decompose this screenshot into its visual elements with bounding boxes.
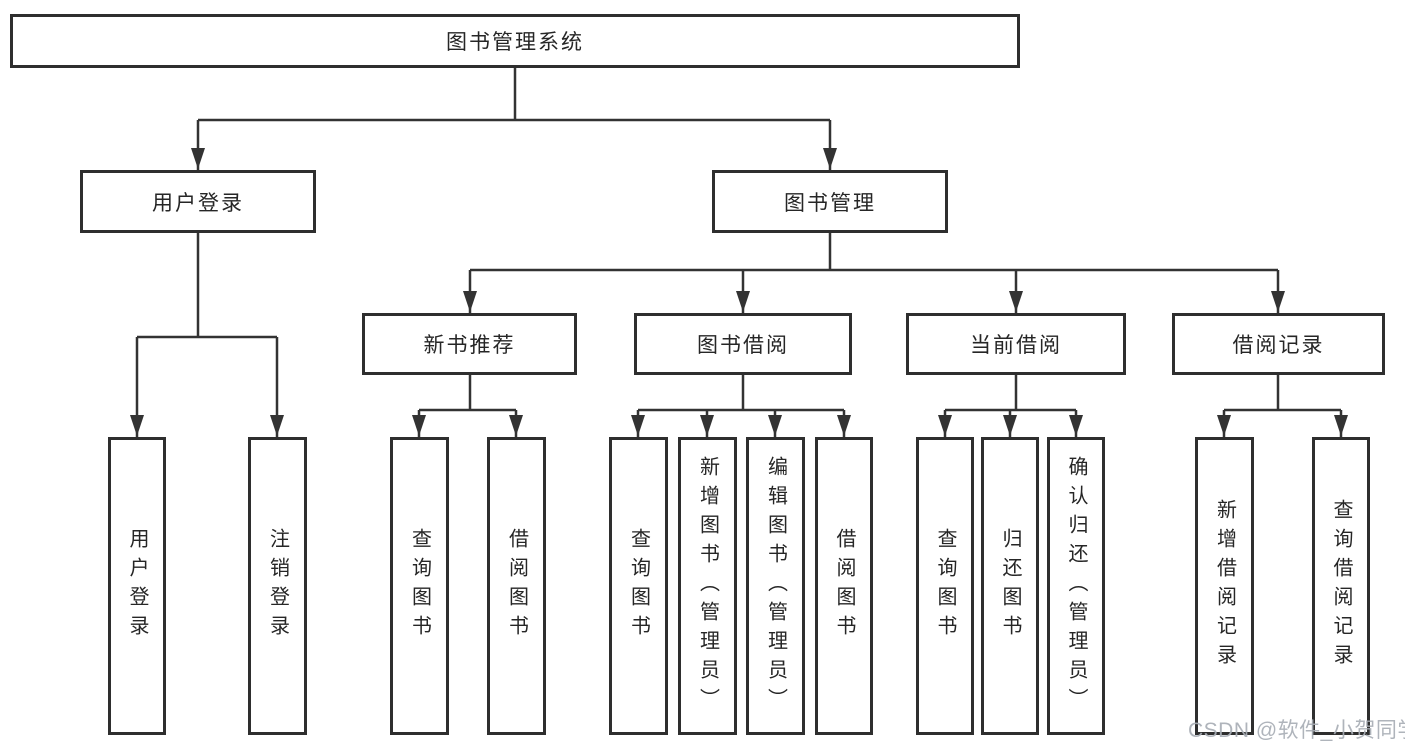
node-leaf-current-confirm-admin: 确认归还（管理员）	[1047, 437, 1105, 735]
node-new-book-recommend: 新书推荐	[362, 313, 577, 375]
node-leaf-record-add: 新增借阅记录	[1195, 437, 1254, 735]
arrow-down-icon	[938, 415, 952, 436]
arrow-down-icon	[509, 415, 523, 436]
node-leaf-newbook-borrow-label: 借阅图书	[505, 528, 528, 644]
node-leaf-borrow-edit-admin: 编辑图书（管理员）	[746, 437, 805, 735]
arrow-down-icon	[1334, 415, 1348, 436]
node-current-borrow-label: 当前借阅	[970, 334, 1062, 357]
arrow-down-icon	[736, 291, 750, 312]
arrow-down-icon	[130, 415, 144, 436]
node-leaf-record-query: 查询借阅记录	[1312, 437, 1370, 735]
node-leaf-borrow-edit-admin-label: 编辑图书（管理员）	[764, 455, 787, 717]
arrow-down-icon	[1003, 415, 1017, 436]
node-book-borrow: 图书借阅	[634, 313, 852, 375]
node-leaf-borrow-query: 查询图书	[609, 437, 668, 735]
arrow-down-icon	[463, 291, 477, 312]
node-leaf-newbook-query-label: 查询图书	[408, 528, 431, 644]
node-leaf-newbook-borrow: 借阅图书	[487, 437, 546, 735]
arrow-down-icon	[837, 415, 851, 436]
arrow-down-icon	[1069, 415, 1083, 436]
node-leaf-user-login-label: 用户登录	[126, 528, 148, 644]
node-user-login: 用户登录	[80, 170, 316, 233]
watermark: CSDN @软件_小贺同学	[1188, 719, 1405, 742]
arrow-down-icon	[823, 148, 837, 169]
arrowheads	[130, 148, 1348, 436]
tree-connectors	[135, 68, 1343, 437]
node-leaf-logout-label: 注销登录	[266, 528, 289, 644]
node-leaf-record-query-label: 查询借阅记录	[1330, 499, 1352, 673]
node-leaf-borrow-add-admin-label: 新增图书（管理员）	[696, 455, 719, 717]
arrow-down-icon	[270, 415, 284, 436]
node-root-label: 图书管理系统	[446, 31, 584, 54]
node-user-login-label: 用户登录	[152, 191, 244, 215]
node-book-borrow-label: 图书借阅	[697, 334, 789, 357]
arrow-down-icon	[191, 148, 205, 169]
node-leaf-borrow-query-label: 查询图书	[627, 528, 650, 644]
arrow-down-icon	[1271, 291, 1285, 312]
arrow-down-icon	[768, 415, 782, 436]
node-leaf-borrow-add-admin: 新增图书（管理员）	[678, 437, 737, 735]
arrow-down-icon	[1217, 415, 1231, 436]
node-leaf-current-return: 归还图书	[981, 437, 1039, 735]
node-root: 图书管理系统	[10, 14, 1020, 68]
node-leaf-newbook-query: 查询图书	[390, 437, 449, 735]
node-leaf-user-login: 用户登录	[108, 437, 166, 735]
node-leaf-borrow-book-label: 借阅图书	[833, 528, 855, 644]
node-leaf-current-return-label: 归还图书	[999, 528, 1021, 644]
node-leaf-current-confirm-admin-label: 确认归还（管理员）	[1065, 455, 1087, 717]
node-leaf-record-add-label: 新增借阅记录	[1213, 499, 1236, 673]
node-current-borrow: 当前借阅	[906, 313, 1126, 375]
arrow-down-icon	[700, 415, 714, 436]
node-borrow-record-label: 借阅记录	[1232, 334, 1325, 357]
node-leaf-current-query-label: 查询图书	[934, 528, 956, 644]
node-new-book-recommend-label: 新书推荐	[423, 334, 516, 357]
node-leaf-borrow-book: 借阅图书	[815, 437, 873, 735]
node-book-management: 图书管理	[712, 170, 948, 233]
arrow-down-icon	[631, 415, 645, 436]
arrow-down-icon	[412, 415, 426, 436]
node-borrow-record: 借阅记录	[1172, 313, 1385, 375]
arrow-down-icon	[1009, 291, 1023, 312]
node-leaf-current-query: 查询图书	[916, 437, 974, 735]
node-book-management-label: 图书管理	[784, 191, 876, 215]
node-leaf-logout: 注销登录	[248, 437, 307, 735]
